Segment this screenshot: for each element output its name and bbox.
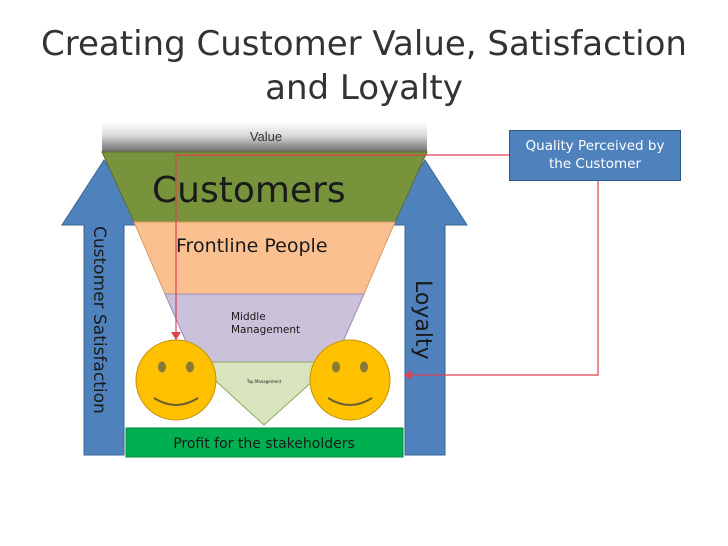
profit-label: Profit for the stakeholders [173, 436, 355, 452]
profit-bar [125, 427, 404, 458]
title-line-2: and Loyalty [265, 68, 463, 108]
middle-label-line-2: Management [231, 324, 300, 336]
title-line-1: Creating Customer Value, Satisfaction [41, 24, 687, 64]
value-bar [102, 122, 427, 152]
top-management-layer [193, 361, 336, 426]
loyalty-label: Loyalty [410, 280, 435, 360]
value-label: Value [250, 129, 282, 144]
customer-satisfaction-label: Customer Satisfaction [89, 226, 109, 414]
right-smiley-icon [309, 339, 391, 421]
quality-box-line-1: Quality Perceived by [525, 138, 665, 154]
quality-connectors [171, 154, 599, 380]
loyalty-arrow [382, 159, 468, 456]
middle-label-line-1: Middle [231, 311, 266, 323]
slide-title: Creating Customer Value, Satisfaction an… [0, 22, 728, 110]
quality-perceived-box: Quality Perceived by the Customer [509, 130, 681, 181]
frontline-layer [133, 221, 396, 295]
top-management-label: Top Management [246, 379, 282, 384]
quality-box-line-2: the Customer [548, 156, 642, 172]
frontline-label: Frontline People [176, 235, 328, 257]
customers-label: Customers [152, 170, 346, 211]
left-smiley-icon [135, 339, 217, 421]
